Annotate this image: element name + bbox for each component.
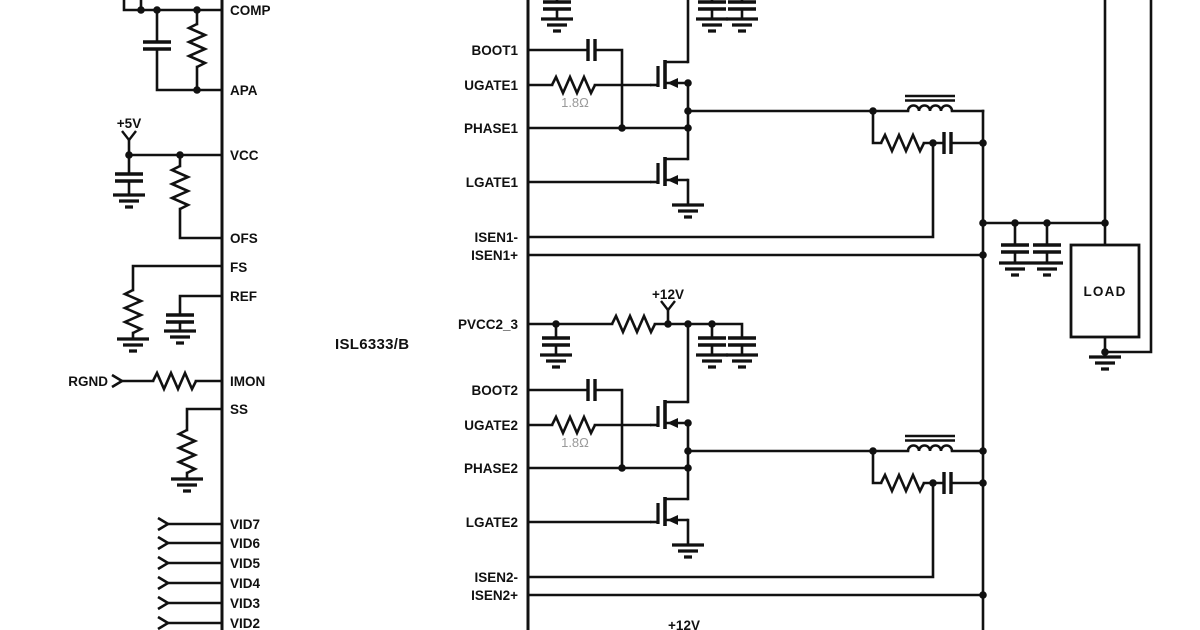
pin-label-comp: COMP	[230, 3, 271, 18]
pin-label-ref: REF	[230, 289, 257, 304]
ic-body	[220, 0, 530, 630]
supply-12v-label-phase2: +12V	[652, 287, 684, 302]
pin-label-lgate1: LGATE1	[466, 175, 519, 190]
pin-label-lgate2: LGATE2	[466, 515, 518, 530]
pin-label-ugate1: UGATE1	[464, 78, 518, 93]
pin-label-imon: IMON	[230, 374, 265, 389]
rgnd-label: RGND	[68, 374, 108, 389]
pin-label-vid7: VID7	[230, 517, 260, 532]
pin-label-vid5: VID5	[230, 556, 261, 571]
labels: COMP APA VCC OFS FS REF IMON SS VID7 VID…	[68, 3, 1126, 630]
ugate2-resistor-value: 1.8Ω	[561, 435, 589, 450]
pin-label-isen1p: ISEN1+	[471, 248, 518, 263]
junction-dots	[125, 6, 1109, 599]
load-label: LOAD	[1083, 284, 1126, 299]
ref-network	[162, 294, 224, 345]
pin-label-isen2p: ISEN2+	[471, 588, 518, 603]
load-box	[1069, 243, 1141, 339]
pin-label-ofs: OFS	[230, 231, 258, 246]
supply-5v-label: +5V	[117, 116, 141, 131]
pin-label-vid4: VID4	[230, 576, 261, 591]
pin-label-isen2n: ISEN2-	[474, 570, 518, 585]
phase2-power-stage	[526, 322, 985, 597]
pvcc-network	[526, 299, 760, 369]
supply-12v-label-phase3: +12V	[668, 618, 700, 630]
top-decoupling	[539, 0, 760, 33]
pin-label-vid6: VID6	[230, 536, 261, 551]
pin-label-phase1: PHASE1	[464, 121, 519, 136]
pin-label-ugate2: UGATE2	[464, 418, 518, 433]
ss-network	[169, 407, 224, 493]
imon-network	[110, 371, 224, 391]
ugate1-resistor-value: 1.8Ω	[561, 95, 589, 110]
output-network	[981, 0, 1153, 630]
pin-label-boot1: BOOT1	[471, 43, 518, 58]
pin-label-pvcc23: PVCC2_3	[458, 317, 519, 332]
vid-inputs	[156, 516, 224, 630]
pin-label-vid2: VID2	[230, 616, 260, 630]
pin-label-vcc: VCC	[230, 148, 259, 163]
chip-name: ISL6333/B	[335, 336, 409, 353]
fs-network	[115, 264, 224, 353]
pin-label-boot2: BOOT2	[471, 383, 518, 398]
pin-label-fs: FS	[230, 260, 247, 275]
pin-label-apa: APA	[230, 83, 258, 98]
pin-label-ss: SS	[230, 402, 248, 417]
pin-label-phase2: PHASE2	[464, 461, 518, 476]
pin-label-isen1n: ISEN1-	[474, 230, 518, 245]
phase1-power-stage	[526, 0, 985, 257]
pin-label-vid3: VID3	[230, 596, 261, 611]
comp-apa-network	[122, 0, 224, 92]
